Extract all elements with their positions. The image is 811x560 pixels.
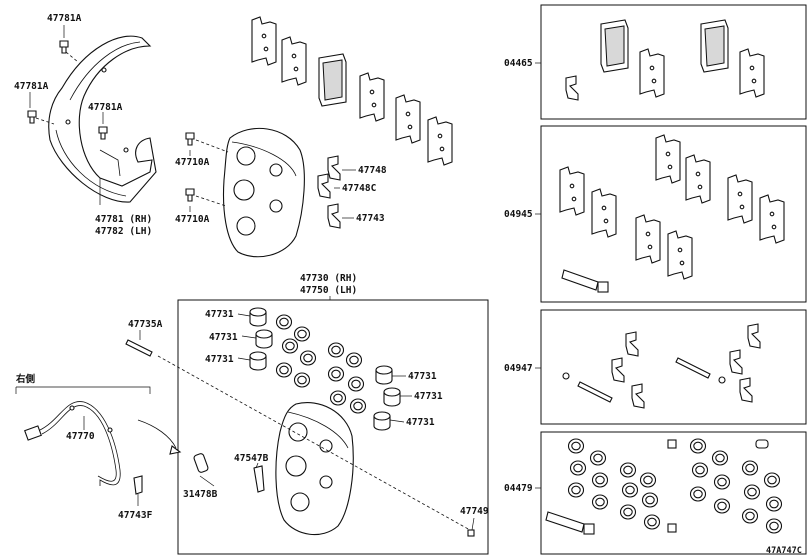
label-47781A-left: 47781A (14, 81, 49, 92)
caliper-assembly-box (177, 299, 489, 555)
label-04945: 04945 (504, 209, 533, 220)
wear-sensor-wire (24, 401, 121, 486)
label-47749: 47749 (460, 506, 489, 517)
kit-04947-parts (562, 323, 761, 409)
label-31478B: 31478B (183, 489, 218, 500)
label-47547B: 47547B (234, 453, 269, 464)
label-04465: 04465 (504, 58, 533, 69)
caliper-upper-drawing (223, 127, 305, 258)
label-47743F: 47743F (118, 510, 153, 521)
label-47731-5: 47731 (414, 391, 443, 402)
clip-47749 (467, 529, 475, 537)
label-47710A-top: 47710A (175, 157, 210, 168)
sensor-clip (133, 475, 143, 495)
bleeder-and-cap (193, 453, 265, 493)
pad-pin (125, 339, 153, 357)
label-47710A-bottom: 47710A (175, 214, 210, 225)
kit-04465-pads (565, 19, 765, 101)
kit-box-04465 (540, 4, 807, 120)
label-47782-lh: 47782 (LH) (95, 226, 152, 237)
label-47735A: 47735A (128, 319, 163, 330)
kit-04945-grease (561, 269, 609, 293)
label-47748C: 47748C (342, 183, 377, 194)
caliper-lower-drawing (275, 402, 354, 536)
kit-04945-shims (559, 134, 785, 280)
kit-box-04947 (540, 309, 807, 425)
label-side: 右側 (15, 373, 36, 385)
label-47748: 47748 (358, 165, 387, 176)
label-47781A-mid: 47781A (88, 102, 123, 113)
label-47731-6: 47731 (406, 417, 435, 428)
diagram-code: 47A747C (766, 546, 802, 556)
piston-seals (275, 314, 367, 414)
label-47781-rh: 47781 (RH) (95, 214, 152, 225)
label-47743: 47743 (356, 213, 385, 224)
kit-04479-extras (545, 439, 769, 535)
label-47731-1: 47731 (205, 309, 234, 320)
label-47781A-top: 47781A (47, 13, 82, 24)
label-47731-3: 47731 (205, 354, 234, 365)
label-47731-2: 47731 (209, 332, 238, 343)
label-04947: 04947 (504, 363, 533, 374)
pad-clips-top (317, 155, 341, 229)
label-47770: 47770 (66, 431, 95, 442)
kit-box-04479 (540, 431, 807, 555)
label-47731-4: 47731 (408, 371, 437, 382)
kit-04479-seals (567, 438, 783, 534)
dust-shield-drawing (48, 35, 157, 203)
label-47750-lh: 47750 (LH) (300, 285, 357, 296)
label-47730-rh: 47730 (RH) (300, 273, 357, 284)
label-04479: 04479 (504, 483, 533, 494)
